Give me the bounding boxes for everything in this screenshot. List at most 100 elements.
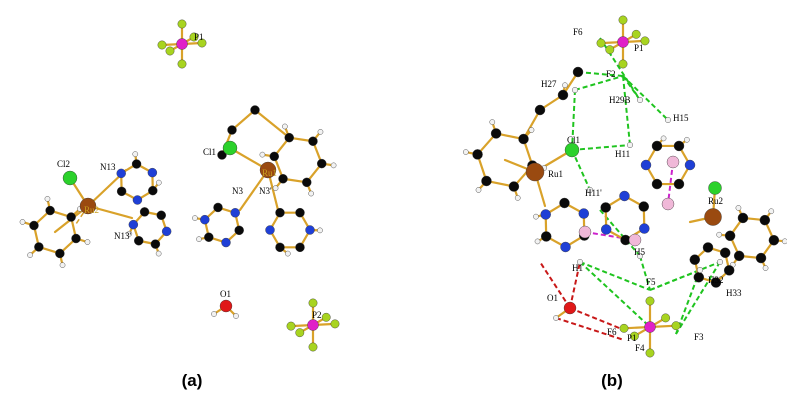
ring-atom (540, 209, 551, 220)
carbon-atom (759, 214, 771, 226)
carbon-atom (723, 265, 735, 276)
pf6-p2-fluorine-atom (308, 298, 318, 308)
ring-atom (578, 208, 589, 219)
carbon-atom (710, 277, 722, 288)
pf6-p1-fluorine-atom (631, 29, 641, 39)
ring-atom (640, 159, 652, 171)
left-ring-hydrogen-atom (126, 230, 133, 237)
arene-right-hydrogen-atom (308, 190, 314, 197)
hydrogen-bond (639, 255, 651, 291)
ring-atom (638, 201, 649, 212)
bridge-ring-hydrogen-atom (534, 238, 541, 245)
carbon-atom (29, 220, 39, 231)
label-h32: H32 (708, 275, 724, 285)
ring-atom (295, 242, 305, 253)
label-n13: N13 (100, 162, 116, 172)
label-f3: F3 (694, 332, 704, 342)
pf6-p1-sym-fluorine-atom (645, 348, 655, 358)
ring-centroid (628, 233, 642, 247)
carbon-atom (689, 254, 701, 265)
ruthenium-atom (79, 197, 97, 215)
label-h27: H27 (541, 79, 557, 89)
left-ring-hydrogen-atom (132, 151, 139, 157)
carbon-atom (34, 242, 44, 252)
chlorine-atom (62, 170, 78, 186)
ring-atom (275, 207, 285, 218)
hydrogen-bond (571, 149, 591, 191)
ring-atom (147, 167, 158, 178)
arene-left-hydrogen-atom (59, 262, 66, 268)
ring-atom (265, 225, 275, 235)
hydrogen-bond (571, 144, 631, 151)
carbon-atom (490, 128, 502, 139)
panel-b-caption: (b) (601, 371, 623, 390)
arene-left-hydrogen-atom (27, 252, 33, 258)
carbon-atom (250, 105, 260, 115)
carbon-atom (737, 212, 749, 224)
arene-right-hydrogen-atom (330, 162, 337, 169)
arene-right-hydrogen-atom (317, 129, 324, 135)
arene-ru1-hydrogen-atom (489, 119, 496, 125)
chlorine-atom (708, 181, 722, 195)
carbon-atom (518, 133, 529, 145)
panel-a-structure: P1 Cl2 N13 Ru2 N13' Cl1 Ru1 N3 N3' O1 P2… (19, 19, 340, 390)
pf6-p1-sym-phosphorus-atom (644, 321, 656, 333)
pf6-p1-fluorine-atom (618, 59, 628, 69)
pf6-p2-fluorine-atom (308, 342, 318, 352)
pf6-p1-sym-fluorine-atom (671, 321, 681, 331)
ring-atom (234, 225, 244, 236)
ring-centroid (661, 197, 675, 211)
ring-atom (139, 207, 150, 217)
ring-atom (601, 224, 612, 235)
ring-atom (541, 231, 552, 242)
carbon-atom (481, 175, 492, 187)
hydrogen-atom (233, 313, 239, 319)
label-cl1: Cl1 (567, 135, 580, 145)
ring-atom (275, 242, 285, 253)
carbon-atom (572, 66, 584, 78)
carbon-atom (269, 151, 279, 162)
arene-ru1-hydrogen-atom (514, 195, 521, 201)
hydrogen-atom (577, 259, 584, 266)
carbon-atom (733, 250, 745, 262)
hydrogen-bond (577, 71, 624, 77)
label-ru2: Ru2 (708, 196, 723, 206)
label-o1: O1 (220, 289, 231, 299)
carbon-atom (45, 205, 55, 216)
hydrogen-atom (637, 96, 644, 103)
oxygen-atom (219, 299, 233, 313)
panel-a-caption: (a) (182, 371, 203, 390)
label-h5: H5 (634, 247, 645, 257)
carbon-atom (302, 177, 312, 188)
pf6-p1-fluorine-atom (189, 32, 199, 42)
label-f6-top: F6 (573, 27, 583, 37)
hydrogen-atom (587, 186, 594, 193)
pf6-p1-phosphorus-atom (617, 36, 629, 48)
panel-b-atoms (462, 15, 787, 358)
pf6-p2-phosphorus-atom (307, 319, 319, 331)
carbon-atom (66, 212, 76, 222)
label-p2: P2 (312, 310, 322, 320)
arene-ru2-hydrogen-atom (735, 205, 742, 211)
bridge-ring-hydrogen-atom (684, 136, 690, 143)
carbon-atom (227, 125, 237, 135)
carbon-atom (71, 233, 81, 244)
label-ru1: Ru1 (548, 169, 563, 179)
ring-centroid (578, 225, 592, 239)
ring-atom (305, 225, 315, 235)
carbon-atom (534, 104, 546, 116)
ring-atom (213, 202, 223, 213)
pf6-p1-fluorine-atom (157, 40, 167, 50)
alkyl-hydrogen-atom (562, 82, 568, 88)
label-f2: F2 (606, 69, 616, 79)
carbon-atom (278, 174, 288, 184)
label-cl2: Cl2 (57, 159, 70, 169)
label-h11: H11 (615, 149, 630, 159)
label-f4: F4 (635, 343, 645, 353)
ring-atom (156, 210, 166, 220)
label-ru2: Ru2 (84, 205, 99, 215)
label-f6-bottom: F6 (607, 327, 617, 337)
ring-atom (560, 241, 571, 253)
chlorine-atom (222, 140, 238, 156)
label-h1: H1 (572, 263, 583, 273)
